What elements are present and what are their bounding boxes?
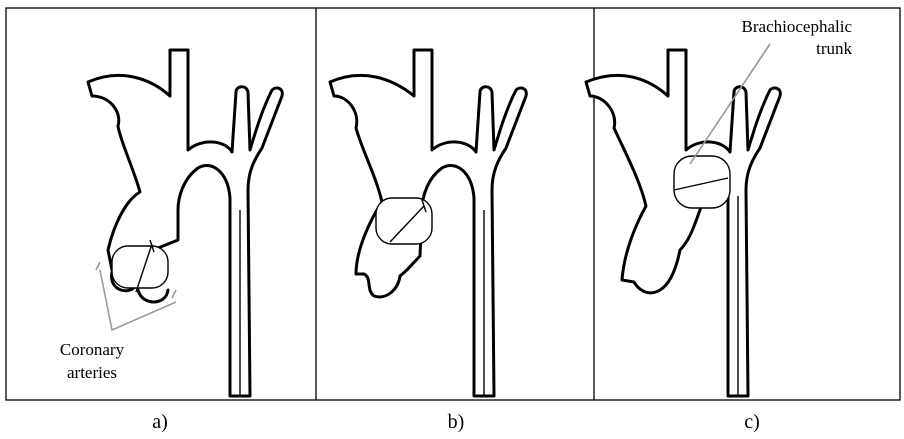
coronary-leader-tick-right bbox=[172, 290, 176, 298]
valve-b bbox=[376, 198, 432, 244]
panel-c: Brachiocephalic trunk bbox=[586, 17, 852, 396]
caption-b: b) bbox=[448, 411, 465, 433]
valve-c bbox=[674, 156, 730, 208]
valve-a bbox=[112, 240, 168, 292]
valve-stent-c bbox=[674, 156, 730, 208]
coronary-label-line2: arteries bbox=[67, 363, 117, 382]
brachio-label-line1: Brachiocephalic bbox=[742, 17, 853, 36]
brachio-label-line2: trunk bbox=[816, 39, 852, 58]
panel-b bbox=[330, 50, 526, 396]
coronary-label-line1: Coronary bbox=[60, 340, 125, 359]
coronary-leader-tick-left bbox=[96, 262, 100, 270]
caption-c: c) bbox=[744, 411, 760, 433]
caption-a: a) bbox=[152, 411, 168, 433]
panel-a: Coronary arteries bbox=[60, 50, 282, 396]
aorta-body-c bbox=[586, 50, 780, 396]
coronary-bulge-right-a bbox=[138, 290, 168, 302]
